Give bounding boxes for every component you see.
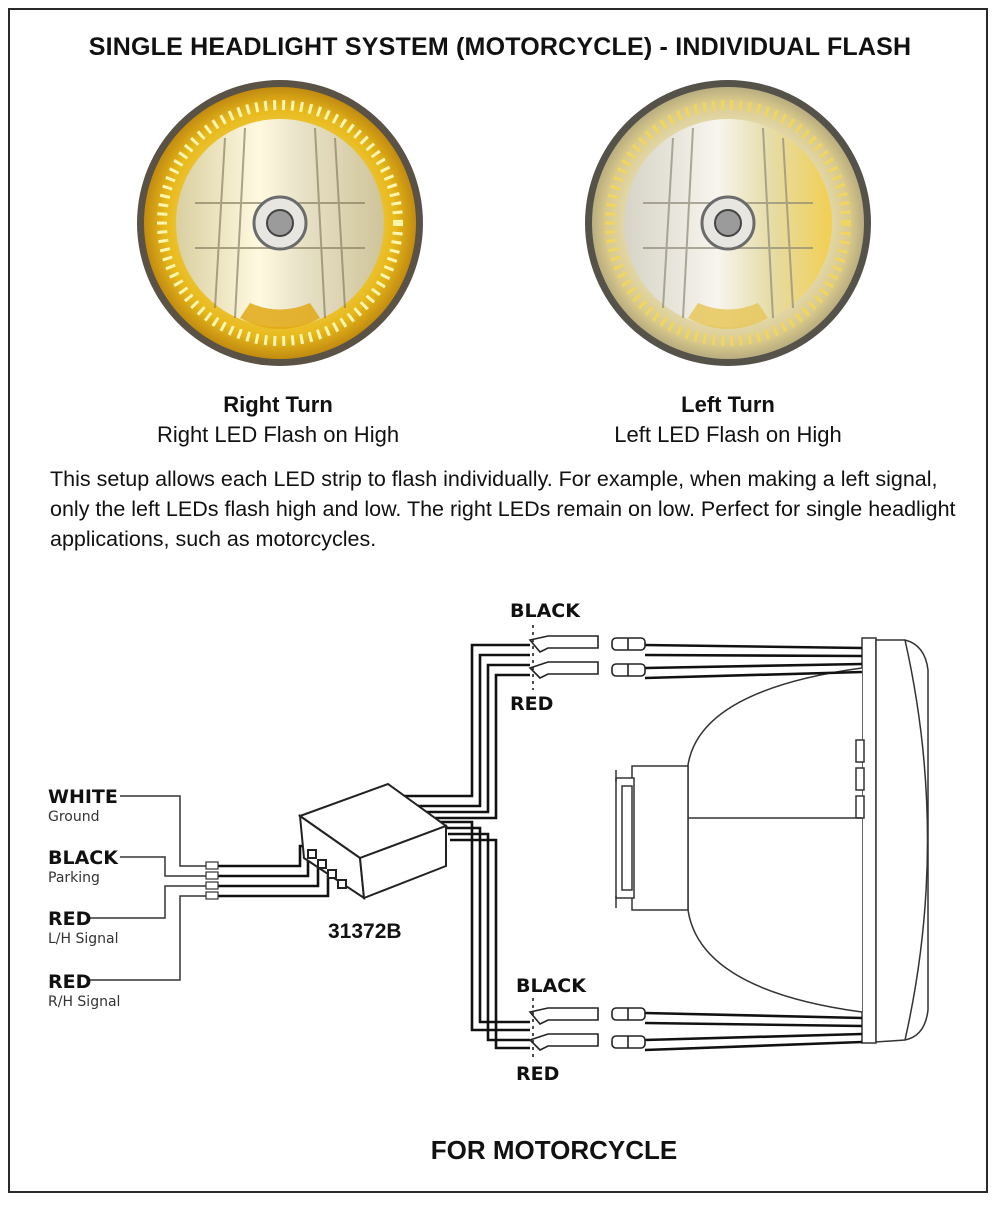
input-sublabel: Ground xyxy=(48,809,100,825)
input-label: WHITE xyxy=(48,786,118,808)
input-label: RED xyxy=(48,971,91,993)
description-text: This setup allows each LED strip to flas… xyxy=(50,467,956,551)
headlight-caption-title: Right Turn xyxy=(223,392,333,417)
headlight-left-turn-image xyxy=(583,78,873,368)
footer-caption: FOR MOTORCYCLE xyxy=(430,1135,678,1165)
bottom-connector xyxy=(528,998,646,1060)
input-sublabel: L/H Signal xyxy=(48,931,119,947)
input-label: BLACK xyxy=(48,847,119,869)
module-part-number: 31372B xyxy=(328,920,402,943)
top-connector xyxy=(528,625,646,690)
headlight-right-turn-image xyxy=(135,78,425,368)
bottom-connector-black-label: BLACK xyxy=(516,975,587,997)
bottom-connector-red-label: RED xyxy=(516,1063,559,1085)
headlight-caption-sub: Right LED Flash on High xyxy=(156,422,400,447)
top-connector-black-label: BLACK xyxy=(510,600,581,622)
headlight-icon xyxy=(137,80,423,366)
headlight-caption-title: Left Turn xyxy=(681,392,775,417)
diagram-frame xyxy=(8,8,988,1193)
headlight-icon xyxy=(585,80,871,366)
input-leader-lines xyxy=(90,795,208,981)
input-sublabel: R/H Signal xyxy=(48,994,120,1010)
input-pins xyxy=(205,861,219,900)
flasher-module xyxy=(297,782,449,901)
page-title: SINGLE HEADLIGHT SYSTEM (MOTORCYCLE) - I… xyxy=(88,33,912,61)
input-label: RED xyxy=(48,908,91,930)
headlight-caption-sub: Left LED Flash on High xyxy=(614,422,842,447)
input-sublabel: Parking xyxy=(48,870,100,886)
wire-bundle xyxy=(210,643,863,1052)
top-connector-red-label: RED xyxy=(510,693,553,715)
headlight-side-view xyxy=(615,637,929,1044)
